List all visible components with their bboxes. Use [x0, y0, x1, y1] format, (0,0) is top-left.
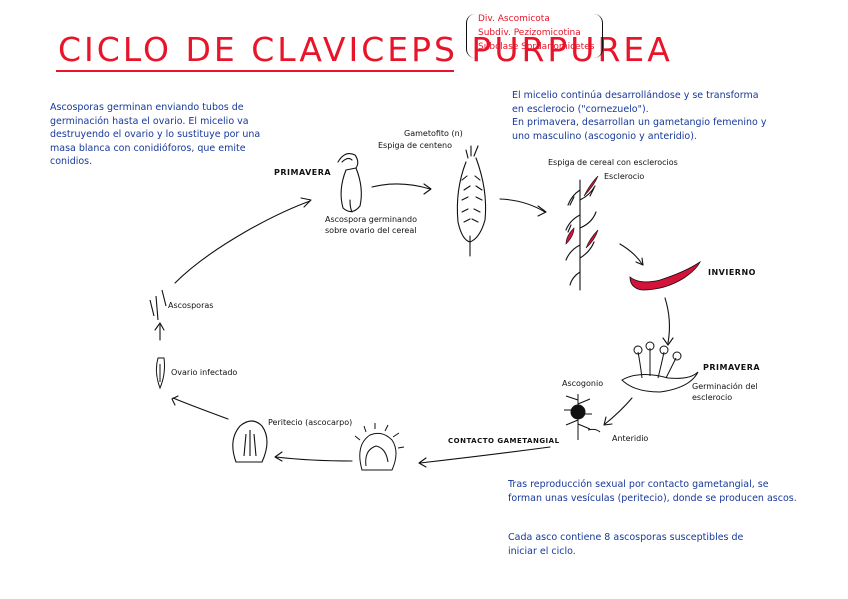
arrow-gametangia-to-peritecio: [419, 446, 551, 464]
note-line: iniciar el ciclo.: [508, 545, 576, 557]
taxonomy-subclass: Subclase Sordariomicetes: [478, 42, 595, 52]
arrow-ascospora-to-espiga: [371, 183, 431, 190]
note-line: uno masculino (ascogonio y anteridio).: [512, 130, 697, 142]
label-germinacion: Germinación del esclerocio: [692, 381, 758, 403]
germinating-sclerotium-illustration: [621, 341, 699, 393]
label-peritecio: Peritecio (ascocarpo): [268, 418, 353, 427]
label-contacto-gametangial: CONTACTO GAMETANGIAL: [448, 437, 560, 445]
infected-ovary-illustration: [155, 357, 165, 390]
taxonomy-block: Div. Ascomicota Subdiv. Pezizomicotina S…: [478, 12, 594, 54]
label-ascosporas: Ascosporas: [168, 301, 214, 310]
note-line: forman unas vesículas (peritecio), donde…: [508, 492, 797, 504]
arrow-ascocarp-to-ovary: [172, 397, 229, 420]
note-line: Tras reproducción sexual por contacto ga…: [508, 479, 769, 490]
taxonomy-bracket-left: [466, 14, 475, 58]
note-line: en esclerocio ("cornezuelo").: [512, 103, 649, 115]
spike-with-sclerotia-illustration: [565, 179, 597, 291]
label-primavera-right: PRIMAVERA: [703, 363, 761, 372]
arrow-espiga-to-esclerocio: [499, 198, 546, 213]
ascocarp-illustration: [232, 420, 268, 463]
sclerotia-on-spike: [565, 175, 599, 249]
label-espiga-esclerocios: Espiga de cereal con esclerocios: [548, 158, 678, 167]
note-line: En primavera, desarrollan un gametangio …: [512, 117, 767, 128]
gametangia-illustration: [564, 394, 601, 440]
label-line: esclerocio: [692, 393, 733, 402]
arrow-germination-to-gametangia: [604, 397, 633, 425]
arrow-ascospores-to-start: [174, 200, 311, 284]
label-espiga-centeno: Espiga de centeno: [378, 141, 453, 150]
page-title: CICLO DE CLAVICEPS PURPUREA: [58, 30, 673, 69]
note-line: conidios.: [50, 156, 93, 167]
note-line: El micelio continúa desarrollándose y se…: [512, 90, 759, 101]
ascospore-germinating-illustration: [337, 153, 362, 213]
label-ascogonio: Ascogonio: [562, 379, 604, 388]
rye-spike-illustration: [456, 145, 487, 257]
taxonomy-bracket-right: [594, 14, 603, 58]
arrow-spike-to-sclerotium: [619, 243, 643, 265]
note-line: germinación hasta el ovario. El micelio …: [50, 115, 249, 127]
note-line: Ascosporas germinan enviando tubos de: [50, 102, 244, 113]
label-invierno: INVIERNO: [708, 268, 756, 277]
note-asci: Cada asco contiene 8 ascosporas suscepti…: [508, 531, 743, 558]
note-line: destruyendo el ovario y lo sustituye por…: [50, 129, 261, 140]
note-sexual-reproduction: Tras reproducción sexual por contacto ga…: [508, 478, 797, 505]
label-anteridio: Anteridio: [612, 434, 649, 443]
taxonomy-division: Div. Ascomicota: [478, 14, 550, 24]
title-underline: [56, 70, 454, 72]
note-line: Cada asco contiene 8 ascosporas suscepti…: [508, 532, 744, 543]
label-esclerocio: Esclerocio: [604, 172, 645, 181]
label-line: Ascospora germinando: [325, 215, 417, 224]
ascospores-illustration: [149, 289, 167, 321]
label-ovario-infectado: Ovario infectado: [171, 368, 238, 377]
perithecium-illustration: [354, 423, 405, 471]
note-ascospore-germination: Ascosporas germinan enviando tubos de ge…: [50, 101, 260, 169]
note-mycelium-sclerotium: El micelio continúa desarrollándose y se…: [512, 89, 766, 143]
label-ascospora-germinando: Ascospora germinando sobre ovario del ce…: [325, 214, 417, 236]
sclerotium-illustration: [629, 260, 702, 291]
label-line: sobre ovario del cereal: [325, 226, 417, 235]
note-line: masa blanca con conidióforos, que emite: [50, 142, 246, 154]
label-gametofito: Gametofito (n): [404, 129, 463, 138]
arrow-peritecio-to-ascocarp: [275, 456, 353, 462]
label-line: Germinación del: [692, 382, 758, 391]
arrow-sclerotium-to-germination: [664, 297, 671, 344]
taxonomy-subdivision: Subdiv. Pezizomicotina: [478, 28, 581, 38]
label-primavera-top: PRIMAVERA: [274, 168, 332, 177]
